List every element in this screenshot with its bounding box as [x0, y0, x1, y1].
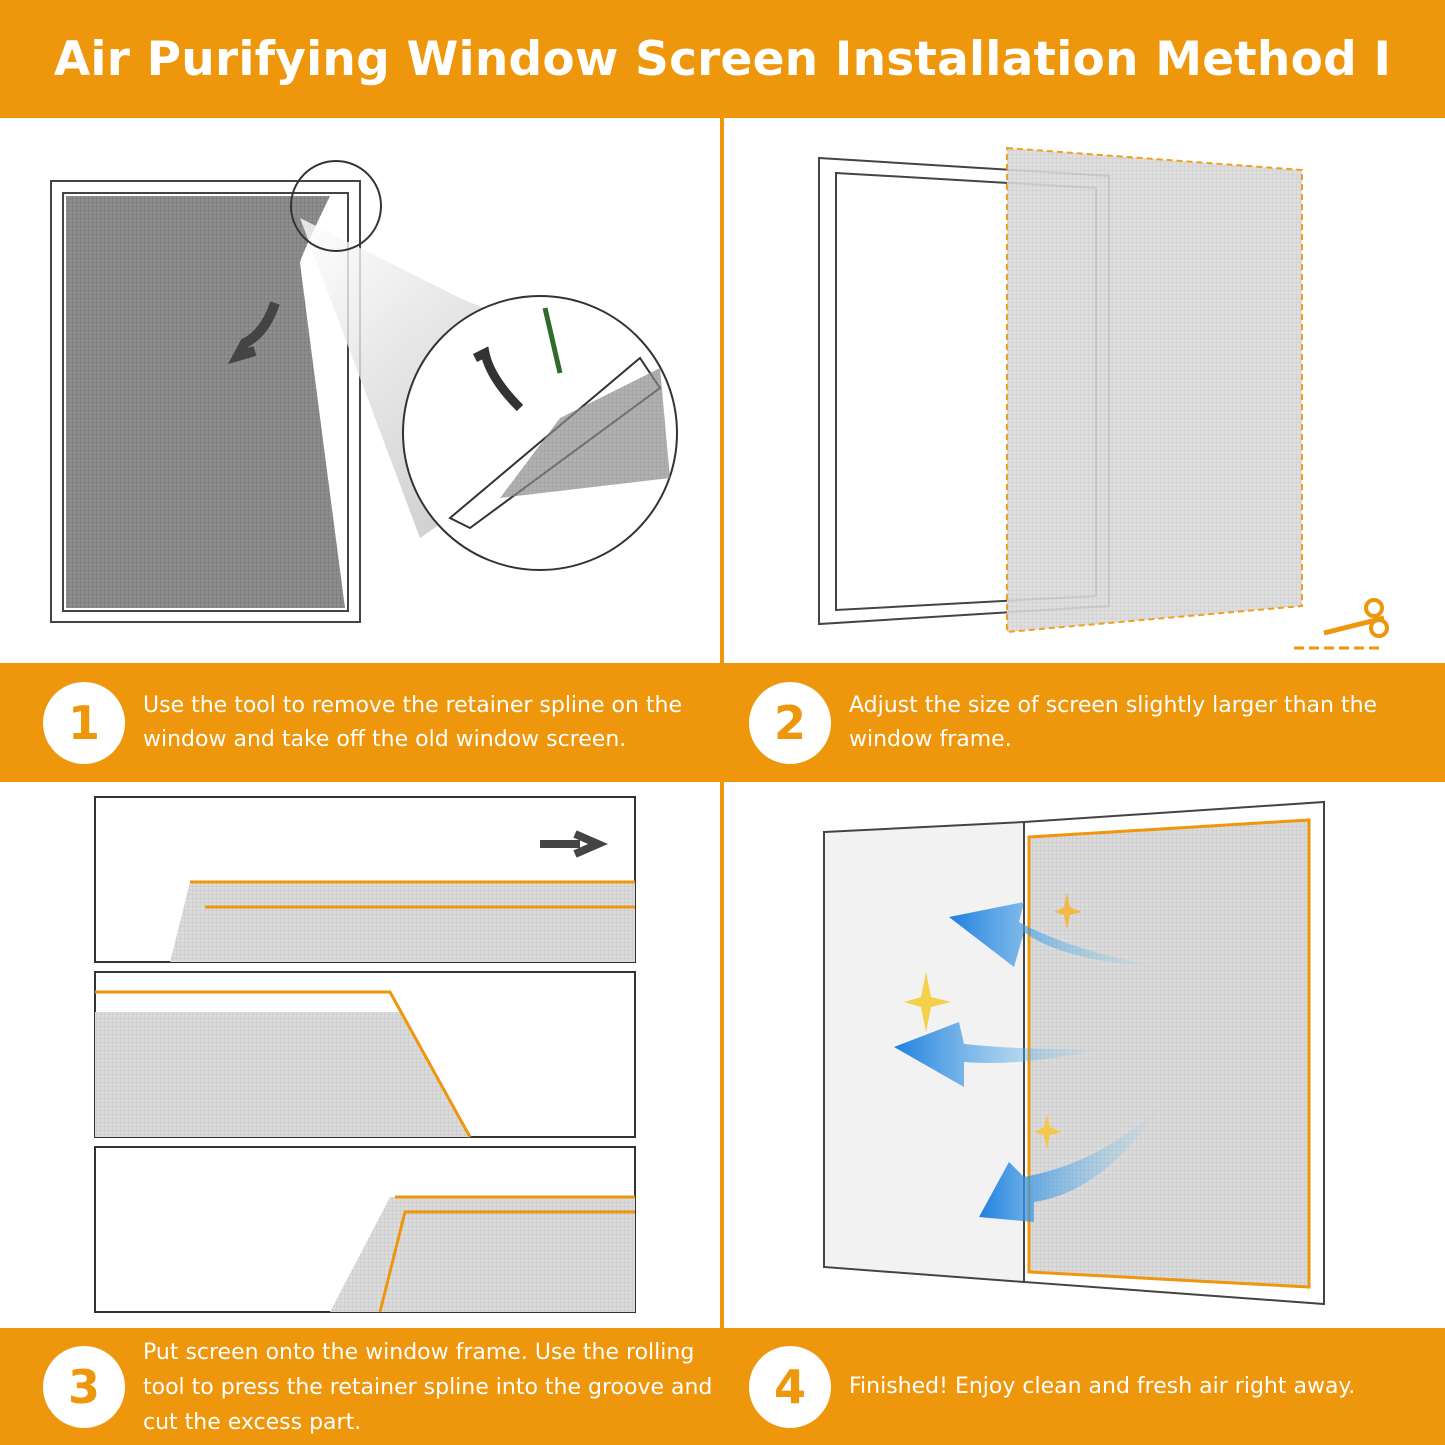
- install-screen-illustration: [94, 796, 636, 1313]
- step-2: 2 Adjust the size of screen slightly lar…: [749, 682, 1409, 764]
- finished-window-illustration: [823, 800, 1325, 1306]
- step-number: 4: [749, 1346, 831, 1428]
- arrow-icon: [540, 830, 609, 858]
- airflow-arrow-icon: [979, 1102, 1164, 1222]
- airflow-arrow-icon: [949, 902, 1164, 967]
- step-4: 4 Finished! Enjoy clean and fresh air ri…: [749, 1346, 1409, 1428]
- page-title: Air Purifying Window Screen Installation…: [0, 0, 1445, 118]
- step-text: Finished! Enjoy clean and fresh air righ…: [849, 1374, 1356, 1399]
- arrow-icon: [227, 301, 280, 365]
- step-number: 3: [43, 1346, 125, 1428]
- step-band: [0, 663, 1445, 782]
- step-1: 1 Use the tool to remove the retainer sp…: [43, 682, 713, 764]
- step-text: Put screen onto the window frame. Use th…: [143, 1339, 713, 1435]
- step-text: Adjust the size of screen slightly large…: [849, 693, 1378, 752]
- sparkle-icon: [1034, 1114, 1062, 1150]
- step-number: 1: [43, 682, 125, 764]
- divider: [720, 118, 724, 663]
- sparkle-icon: [1054, 892, 1082, 930]
- sparkle-icon: [904, 972, 951, 1032]
- step-number: 2: [749, 682, 831, 764]
- scissors-icon: [1294, 598, 1389, 650]
- step-band: [0, 1328, 1445, 1445]
- airflow-arrow-icon: [894, 1022, 1114, 1087]
- divider: [720, 782, 724, 1328]
- remove-old-screen-illustration: [50, 160, 678, 623]
- size-screen-illustration: [818, 146, 1389, 650]
- step-3: 3 Put screen onto the window frame. Use …: [43, 1340, 713, 1435]
- step-text: Use the tool to remove the retainer spli…: [143, 693, 683, 752]
